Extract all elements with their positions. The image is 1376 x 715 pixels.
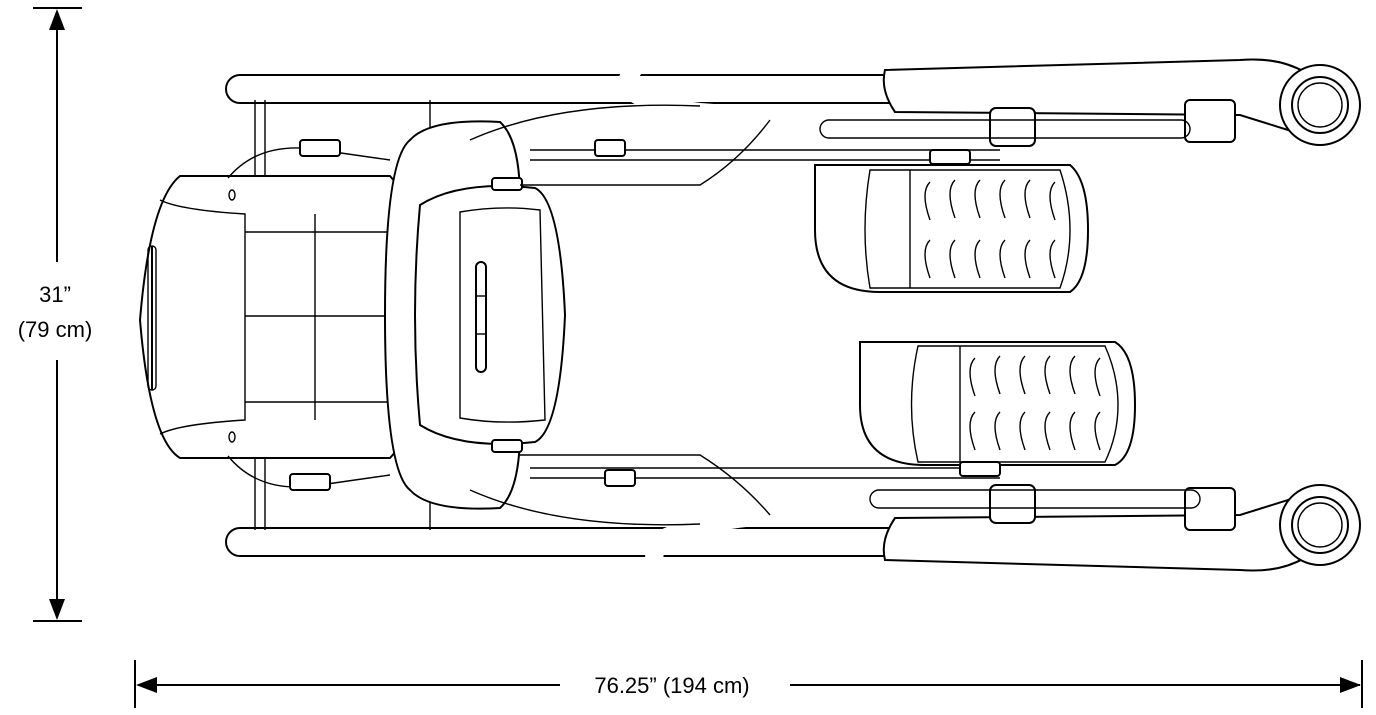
right-pedal: [859, 341, 1137, 466]
height-arrow-bottom: [49, 599, 65, 620]
pedal-treads: [924, 179, 1101, 451]
height-value-inches: 31”: [39, 282, 71, 307]
brackets: [594, 139, 1001, 487]
front-wheels: [1279, 64, 1361, 566]
front-stride-arms: [819, 58, 1337, 572]
console: [383, 120, 567, 510]
left-pedal: [814, 164, 1090, 293]
height-arrow-top: [49, 9, 65, 30]
length-arrow-right: [1340, 677, 1361, 693]
height-dimension: 31” (79 cm): [18, 7, 93, 622]
length-value: 76.25” (194 cm): [594, 673, 749, 698]
length-dimension: 76.25” (194 cm): [134, 660, 1363, 708]
handlebars: [469, 16, 789, 614]
rear-shroud: [138, 139, 411, 491]
height-value-cm: (79 cm): [18, 317, 93, 342]
length-arrow-left: [136, 677, 157, 693]
machine-outline: [138, 16, 1361, 614]
